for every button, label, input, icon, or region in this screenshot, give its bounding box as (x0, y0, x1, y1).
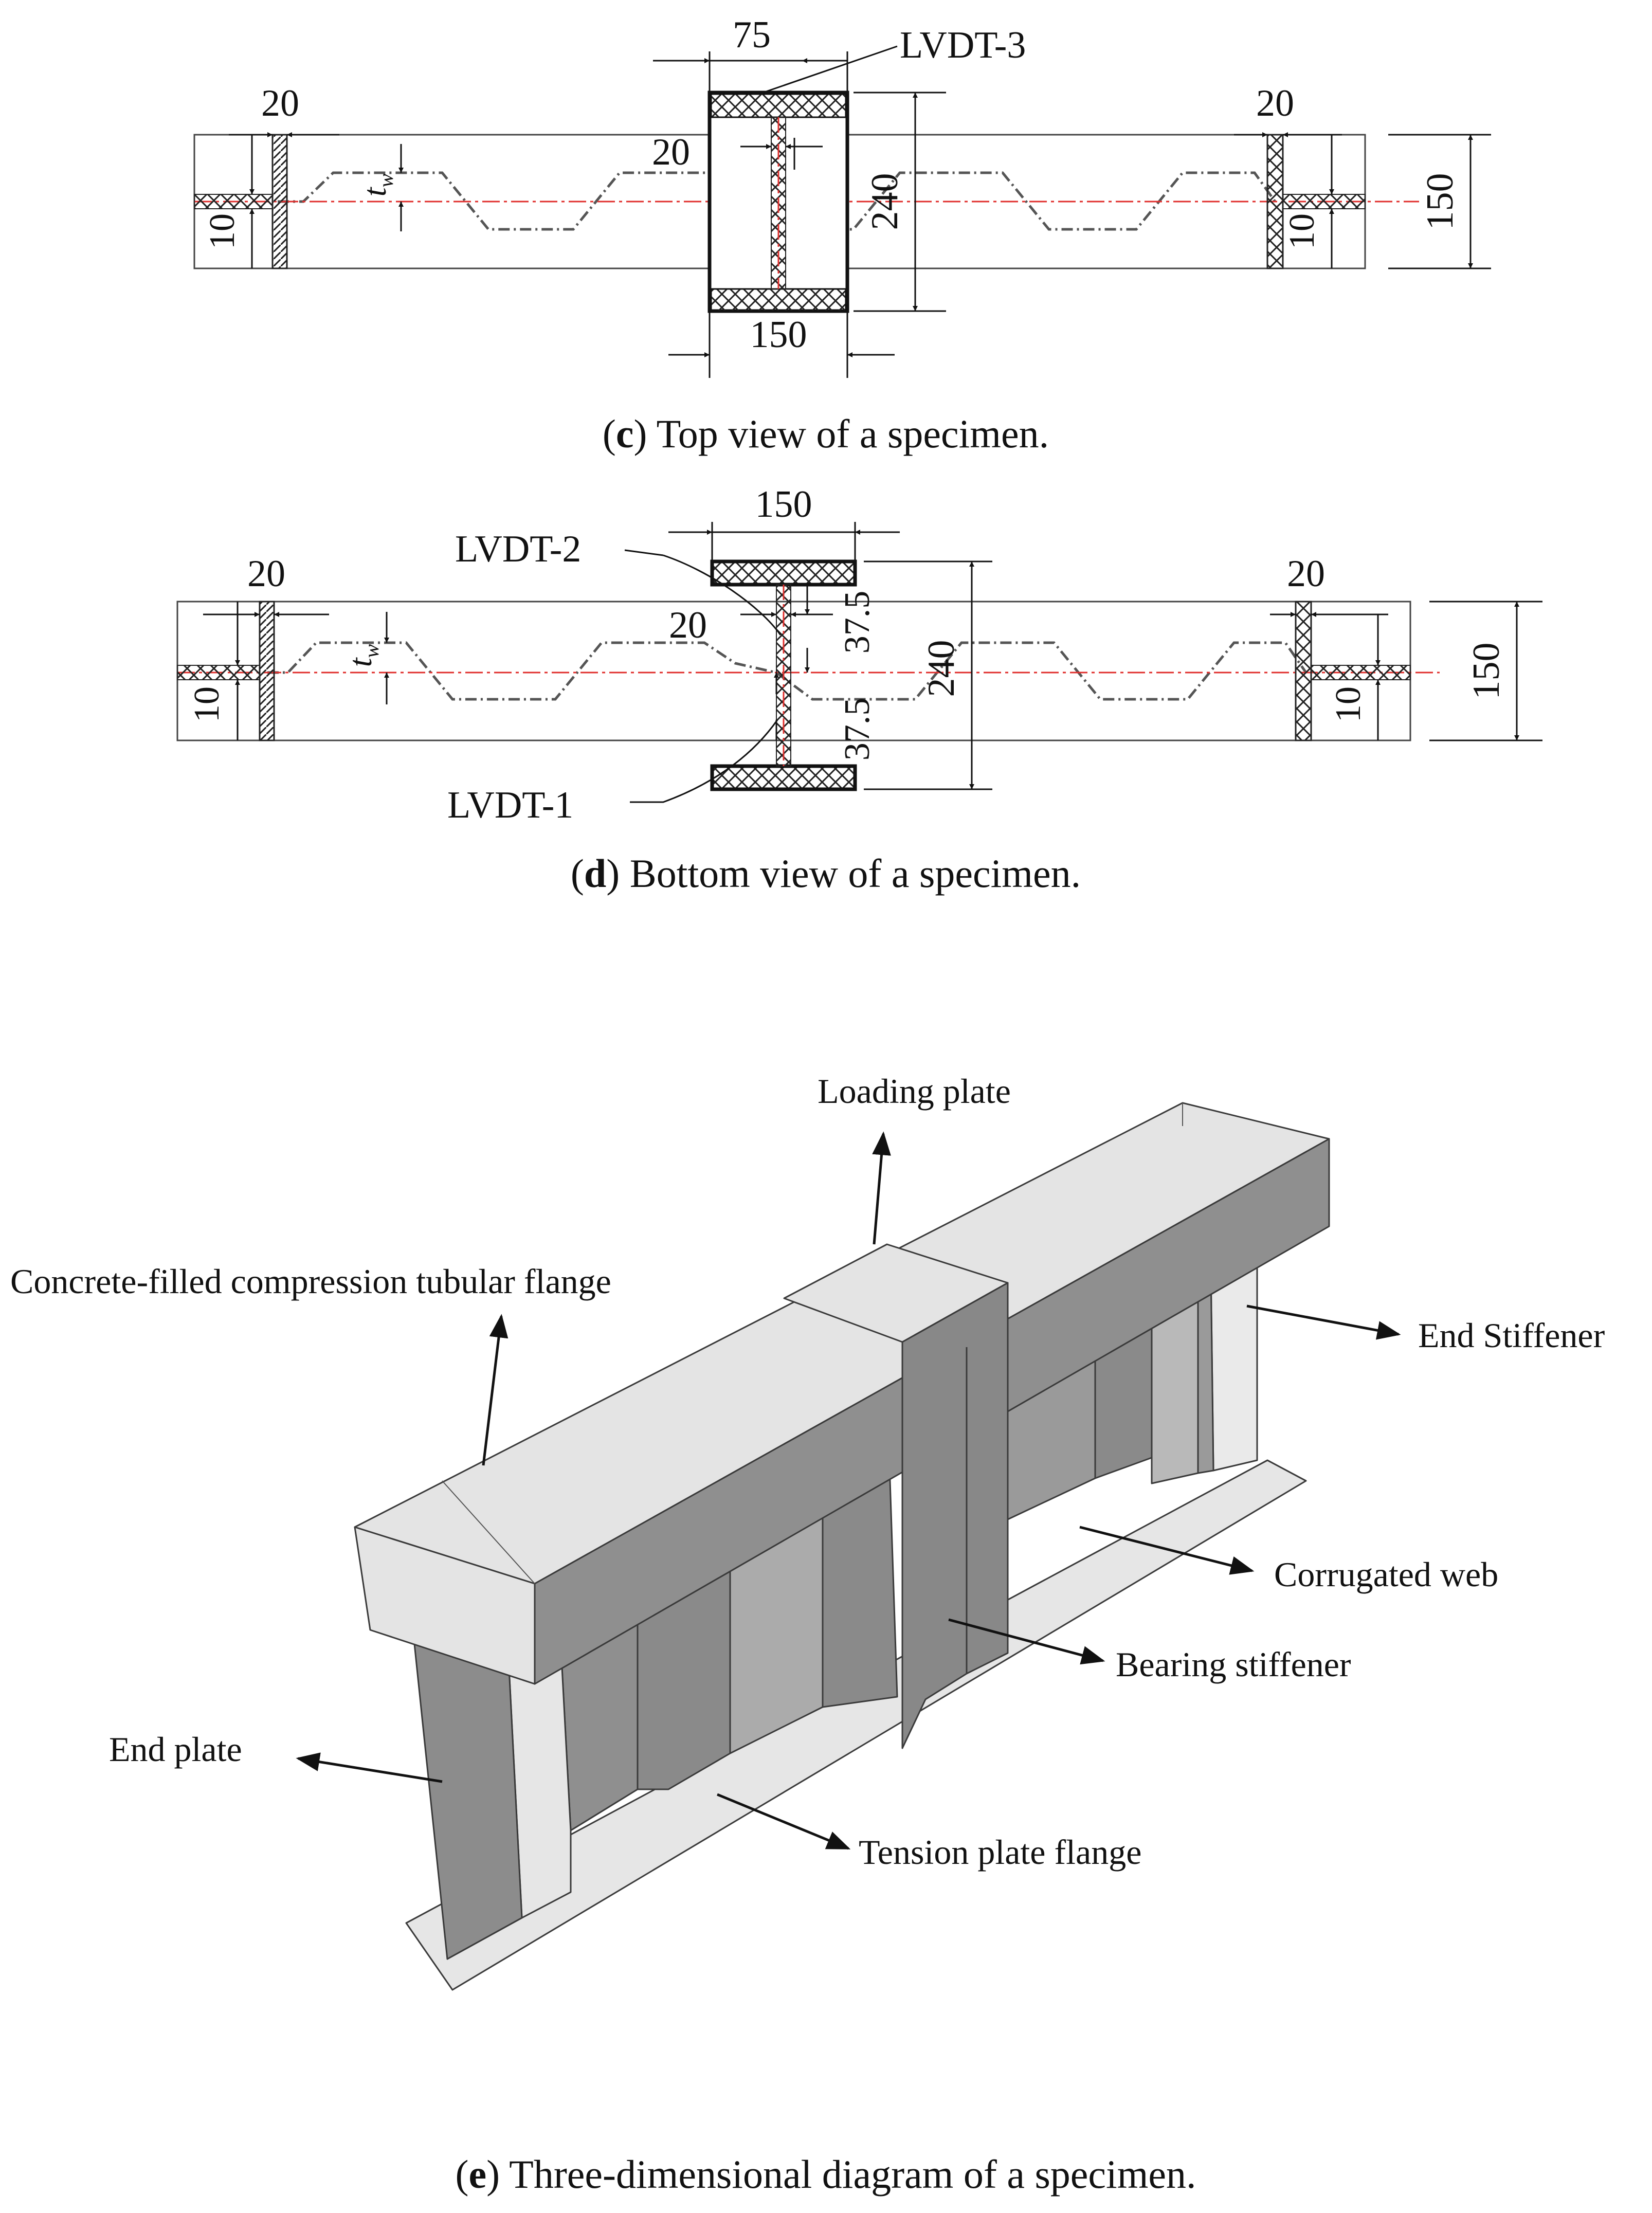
dimensions (203, 522, 1542, 803)
lvdt-3-label: LVDT-3 (900, 24, 1026, 66)
dim-height: 150 (1419, 173, 1461, 230)
lvdt-2-label: LVDT-2 (455, 528, 581, 570)
bearing-stiffener-3d (901, 1282, 1009, 1749)
end-plate-hatch-left (194, 194, 273, 209)
panel-e-caption: (e) Three-dimensional diagram of a speci… (456, 2152, 1196, 2197)
panel-d-bottom-view: 150 LVDT-2 LVDT-1 20 20 20 37.5 37.5 240… (176, 483, 1542, 896)
end-stiffener-right (1295, 601, 1312, 741)
panel-c-top-view: 75 LVDT-3 20 20 20 150 240 150 10 10 tw … (193, 14, 1491, 456)
end-plate-hatch-left (177, 665, 260, 680)
label-compression-flange: Concrete-filled compression tubular flan… (10, 1262, 611, 1301)
panel-c-caption: (c) Top view of a specimen. (603, 411, 1049, 456)
callout-arrows (296, 1131, 1401, 1850)
end-plate-hatch-right (1282, 194, 1366, 209)
end-stiffener-left (271, 134, 288, 269)
dim-plate-width: 150 (750, 314, 807, 356)
label-corrugated-web: Corrugated web (1274, 1555, 1498, 1594)
dim-offset-top: 37.5 (838, 591, 877, 654)
dimensions (229, 45, 1491, 378)
label-bearing-stiffener: Bearing stiffener (1116, 1645, 1351, 1684)
dim-left-small: 10 (187, 686, 227, 722)
end-stiffener-right (1266, 134, 1284, 269)
dim-offset-bottom: 37.5 (838, 698, 877, 761)
label-end-stiffener: End Stiffener (1418, 1316, 1605, 1355)
loading-plate-bottom-flange (710, 288, 847, 312)
dim-depth: 240 (920, 640, 963, 697)
panel-d-caption: (d) Bottom view of a specimen. (571, 851, 1081, 896)
beam-outline (176, 601, 1411, 741)
dim-end-left: 20 (261, 82, 299, 124)
corrugated-web-line (267, 641, 1308, 701)
dim-tw: tw (356, 173, 397, 196)
dim-end-left: 20 (247, 553, 285, 595)
loading-plate-top-flange (710, 559, 857, 587)
dim-plate-width: 150 (755, 483, 812, 525)
label-tension-flange: Tension plate flange (859, 1833, 1141, 1872)
dim-end-right: 20 (1256, 82, 1294, 124)
label-end-plate: End plate (109, 1730, 242, 1769)
dim-right-small: 10 (1282, 213, 1322, 249)
dim-right-small: 10 (1329, 686, 1368, 722)
dim-bearing: 20 (669, 604, 707, 646)
dim-height: 150 (1465, 643, 1508, 700)
loading-plate-bottom-flange (710, 764, 857, 791)
dim-flange-width: 75 (733, 14, 771, 56)
lvdt-1-label: LVDT-1 (447, 784, 573, 826)
dim-end-right: 20 (1287, 553, 1325, 595)
dim-bearing: 20 (652, 131, 690, 173)
end-stiffener-left (259, 601, 275, 741)
panel-e-3d-view (354, 1102, 1330, 1991)
end-plate-hatch-right (1311, 665, 1411, 680)
dim-depth: 240 (864, 173, 906, 230)
dim-tw: tw (342, 644, 383, 667)
dim-left-small: 10 (203, 213, 242, 249)
loading-plate-top-flange (710, 93, 847, 118)
label-loading-plate: Loading plate (818, 1072, 1011, 1111)
